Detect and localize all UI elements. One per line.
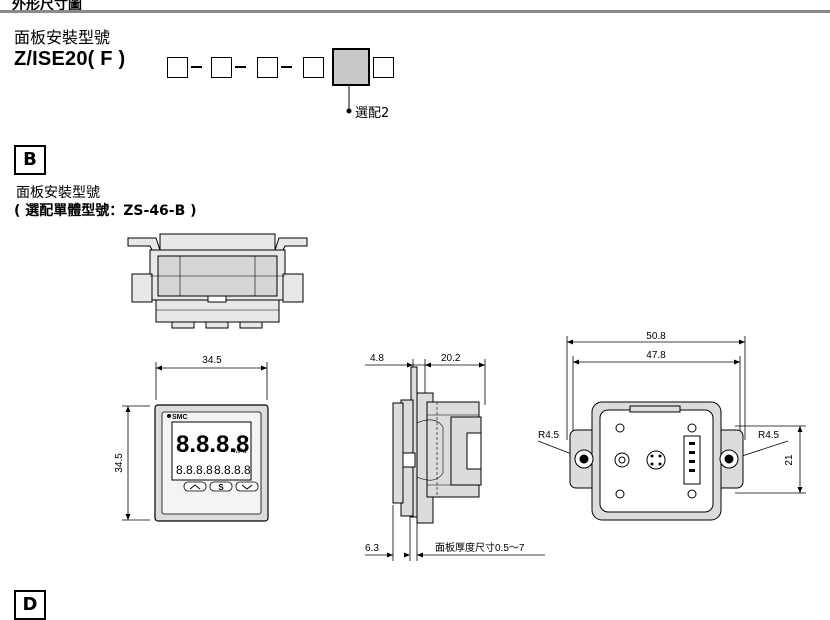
section-b-badge: B (14, 145, 46, 175)
side-dim-left: 4.8 (370, 353, 384, 364)
main-display-digits: 8.8.8.8 (176, 431, 249, 458)
brand-logo: SMC (172, 414, 188, 421)
panel-mount-title: 面板安裝型號 (14, 28, 111, 47)
side-view-drawing: 4.8 20.2 6.3 面板厚度尺寸0.5～7 (365, 353, 545, 561)
radius-left-label: R4.5 (538, 430, 560, 441)
unit-label: MPa (234, 449, 247, 455)
front-width-dim: 34.5 (202, 355, 222, 366)
separator-dash (281, 66, 292, 68)
section-d-badge: D (14, 590, 46, 620)
option-box (167, 57, 188, 78)
front-height-dim: 34.5 (114, 453, 125, 473)
sub-display-left: 8.8.8.8 (176, 463, 213, 477)
back-dim-inner: 47.8 (646, 350, 666, 361)
front-view-drawing: S SMC 8.8.8.8 MPa 8.8.8.8 8.8.8.8 34.5 3… (114, 355, 269, 522)
sub-display-right: 8.8.8.8 (214, 463, 251, 477)
option2-label: 選配2 (355, 106, 390, 121)
option-box (373, 57, 394, 78)
option-box (303, 57, 324, 78)
top-view-drawing (127, 233, 308, 329)
radius-right-label: R4.5 (758, 430, 780, 441)
svg-text:S: S (218, 483, 224, 492)
option-box (257, 57, 278, 78)
panel-thickness-note: 面板厚度尺寸0.5～7 (435, 541, 525, 554)
side-dim-right: 20.2 (441, 353, 461, 364)
model-prefix: Z/ISE20( F ) (14, 48, 126, 70)
option-box (211, 57, 232, 78)
back-dim-height: 21 (784, 454, 795, 466)
header-rule (0, 10, 830, 13)
back-view-drawing: 50.8 47.8 R4.5 R4.5 21 (537, 331, 806, 521)
option2-leader (346, 84, 352, 114)
separator-dash (235, 66, 246, 68)
separator-dash (191, 66, 202, 68)
option2-box (332, 48, 370, 86)
section-title: 外形尺寸圖 (12, 0, 82, 13)
side-dim-bottom: 6.3 (365, 543, 379, 554)
section-b-subtitle: ( 選配單體型號：ZS-46-B ) (14, 203, 197, 219)
back-dim-outer: 50.8 (646, 331, 666, 342)
section-b-title: 面板安裝型號 (16, 185, 100, 201)
